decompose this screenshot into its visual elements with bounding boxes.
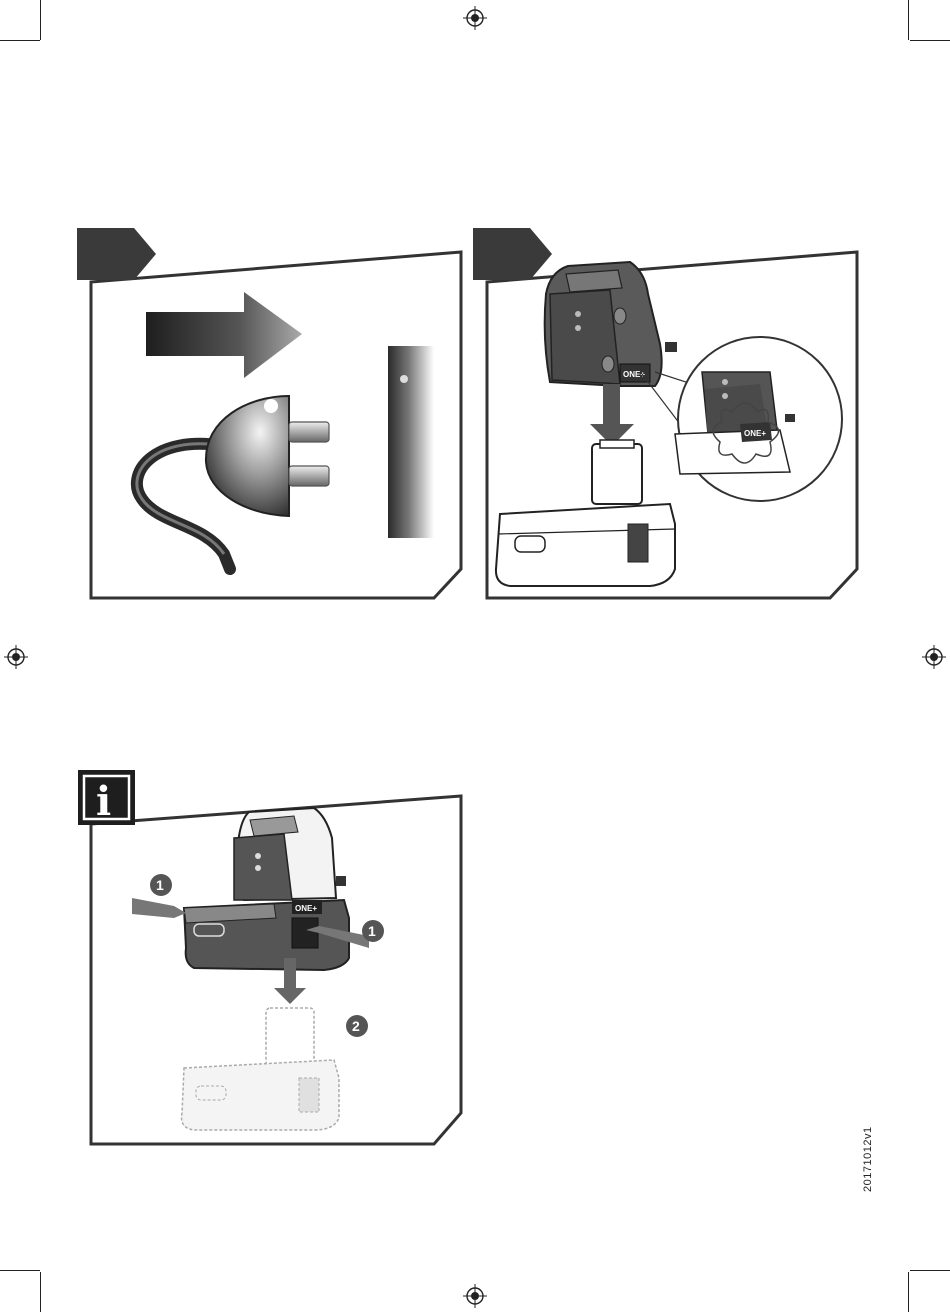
svg-text:1: 1	[156, 877, 164, 893]
callout-1-right: 1	[362, 920, 384, 942]
registration-mark-icon	[922, 645, 946, 669]
step-tab	[473, 228, 552, 280]
registration-mark-icon	[463, 6, 487, 30]
power-plug-icon	[206, 396, 289, 516]
registration-mark-icon	[463, 1284, 487, 1308]
press-arrow-left	[132, 898, 186, 918]
battery-charger-icon: ONE+	[184, 808, 349, 970]
svg-text:2: 2	[352, 1018, 360, 1034]
one-plus-badge: ONE+	[295, 904, 317, 913]
wall-socket-icon	[388, 346, 434, 538]
callout-1-left: 1	[150, 874, 172, 896]
svg-text:1: 1	[368, 923, 376, 939]
magnifier-circle-icon: ONE+	[642, 337, 842, 501]
step-tab	[77, 228, 156, 280]
panel-info-remove-charger: i ONE+ 1	[74, 768, 469, 1153]
version-code: 20171012v1	[862, 1126, 874, 1192]
callout-2: 2	[346, 1015, 368, 1037]
arrow-right-icon	[146, 292, 302, 378]
svg-text:i: i	[96, 778, 111, 825]
one-plus-badge: ONE+	[744, 429, 766, 438]
registration-mark-icon	[4, 645, 28, 669]
panel-unplug-charger	[74, 224, 469, 604]
battery-pack-icon	[496, 440, 675, 586]
panel-attach-charger: ONE+ ONE+	[470, 224, 865, 604]
battery-pack-icon	[182, 1008, 340, 1130]
battery-charger-icon: ONE+	[545, 262, 677, 386]
down-arrow-icon	[590, 384, 634, 446]
